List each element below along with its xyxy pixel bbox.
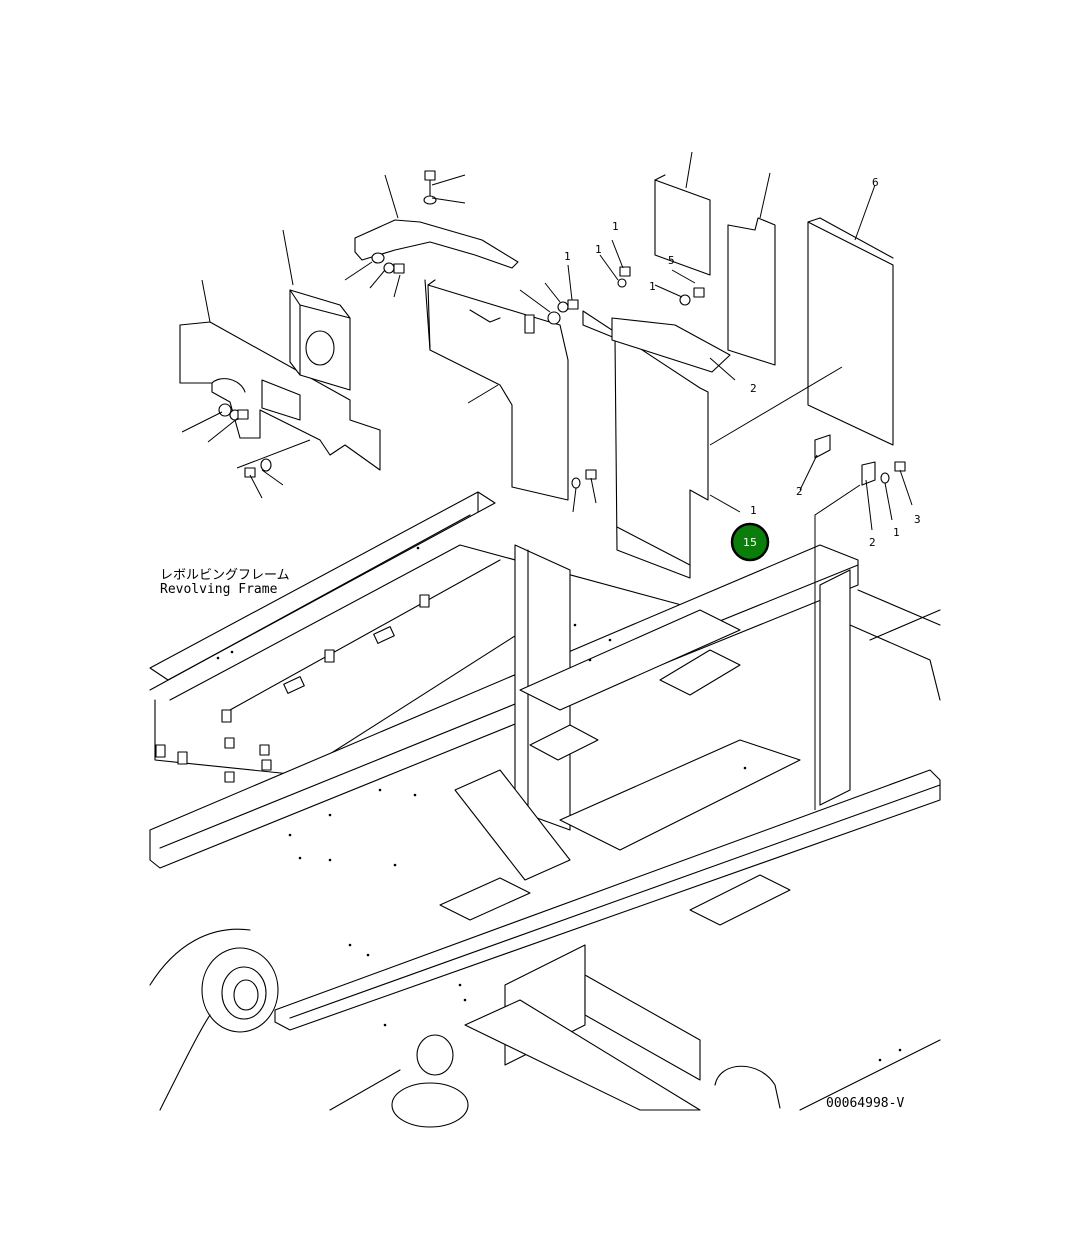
revolving-frame [149,491,941,1128]
callout-marker[interactable]: 15 [730,522,770,562]
part-number-5: 5 [668,254,675,267]
hole-pattern [216,546,902,1062]
exploded-parts [179,174,894,579]
callout-lines [181,151,913,810]
part-number-1: 1 [893,526,900,539]
part-number-1: 1 [564,250,571,263]
frame-label: レボルビングフレーム Revolving Frame [160,568,290,597]
marker-circle[interactable] [730,522,770,562]
drawing-id: 00064998-V [826,1096,904,1111]
part-number-1: 1 [750,504,757,517]
part-number-1: 1 [649,280,656,293]
part-number-2: 2 [869,536,876,549]
part-number-1: 1 [612,220,619,233]
part-number-2: 2 [796,485,803,498]
marker-label[interactable]: 15 [743,536,757,549]
frame-label-jp: レボルビングフレーム [160,568,290,583]
hardware [218,170,906,489]
part-number-2: 2 [750,382,757,395]
part-number-6: 6 [872,176,879,189]
part-numbers: 2 2 1 3 6 5 1 1 1 1 2 1 [564,176,921,549]
part-number-3: 3 [914,513,921,526]
frame-label-en: Revolving Frame [160,582,278,597]
part-number-1: 1 [595,243,602,256]
